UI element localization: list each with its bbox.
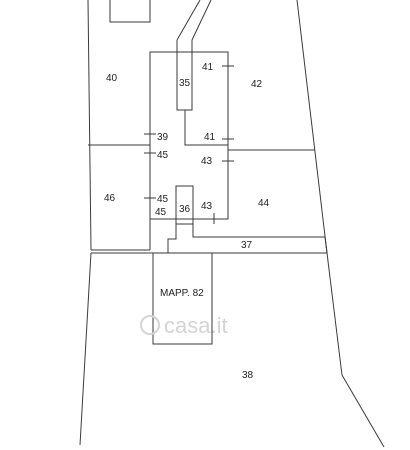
parcel-label-46: 46 <box>104 193 116 204</box>
boundary-right-bottom <box>341 374 385 448</box>
parcel-label-41b: 41 <box>204 132 216 143</box>
boundary-right-lower <box>326 252 343 376</box>
mapp-82-rect <box>152 252 213 345</box>
parcel-label-35: 35 <box>179 78 191 89</box>
parcel-label-43a: 43 <box>201 156 213 167</box>
parcel-label-38: 38 <box>242 370 254 381</box>
parcel-label-44: 44 <box>258 198 270 209</box>
road-37-lower <box>167 224 177 253</box>
boundary-right-upper <box>296 0 328 254</box>
parcel-label-42: 42 <box>251 79 263 90</box>
parcel-label-mapp82: MAPP. 82 <box>160 288 204 299</box>
strip-left <box>176 0 201 41</box>
parcel-label-40: 40 <box>106 73 118 84</box>
parcel-label-43b: 43 <box>201 201 213 212</box>
watermark-logo-icon <box>140 315 160 335</box>
parcel-label-39: 39 <box>157 132 169 143</box>
building-top <box>109 0 151 23</box>
boundary-left-upper <box>87 0 92 251</box>
parcel-36-rect <box>175 185 194 225</box>
boundary-left-lower <box>79 252 92 446</box>
parcel-label-36: 36 <box>179 204 191 215</box>
parcel-label-41a: 41 <box>202 62 214 73</box>
parcel-label-37: 37 <box>241 240 253 251</box>
strip-right <box>191 0 212 41</box>
parcel-label-45c: 45 <box>155 207 167 218</box>
road-37-right <box>324 236 328 254</box>
parcel-label-45a: 45 <box>157 150 169 161</box>
road-37-upper <box>192 224 325 238</box>
parcel-label-45b: 45 <box>157 194 169 205</box>
divider-41-43 <box>184 110 228 146</box>
watermark-text: casa.it <box>164 313 228 338</box>
